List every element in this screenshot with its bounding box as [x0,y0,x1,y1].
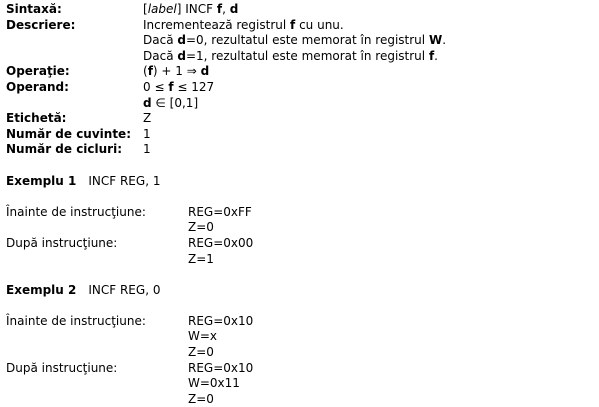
syntax-comma: , [222,2,230,16]
example-1-after-label: După instrucţiune: [6,235,118,250]
operation-f: f [147,64,153,79]
operand-line-2-d: d [143,95,152,110]
words-value: 1 [143,126,151,141]
description-line-2-pre: Dacă [143,33,178,48]
example-1-after-row-2: Z=1 [6,252,596,268]
example-2-before-value: W=x [188,329,218,344]
operand-label: Operand: [6,79,69,94]
operand-line-1: 0 ≤ f ≤ 127 [143,80,214,96]
operand-row-2: d ∈ [0,1] [6,96,596,112]
description-line-2-d: d [177,33,186,48]
words-label: Număr de cuvinte: [6,126,131,141]
operation-d: d [200,64,210,79]
description-line-2: Dacă d=0, rezultatul este memorat în reg… [143,33,446,49]
syntax-open-bracket: [ [143,2,148,16]
cycles-row: Număr de cicluri: 1 [6,142,596,158]
cycles-value: 1 [143,142,151,157]
description-line-2-mid: =0, rezultatul este memorat în registrul [185,33,429,48]
description-row-2: Dacă d=0, rezultatul este memorat în reg… [6,33,596,49]
description-label: Descriere: [6,17,76,32]
example-2-after-row-1: După instrucţiune: REG=0x10 [6,361,596,377]
operand-line-2-post: ∈ [0,1] [151,95,199,110]
description-line-3-post: . [434,48,438,63]
example-2-title: Exemplu 2 INCF REG, 0 [6,283,160,299]
operand-line-1-post: ≤ 127 [173,79,215,94]
syntax-label-word: label [147,2,177,16]
flag-row: Etichetă: Z [6,111,596,127]
description-line-1-pre: Incrementează registrul [143,17,291,32]
description-line-1: Incrementează registrul f cu unu. [143,18,344,34]
instruction-document: Sintaxă: [label] INCF f, d Descriere: In… [6,2,596,407]
syntax-arg-d: d [229,2,239,16]
flag-value: Z [143,111,152,126]
description-line-3-mid: =1, rezultatul este memorat în registrul [185,48,429,63]
example-2-before-label: Înainte de instrucţiune: [6,313,146,328]
example-2-after-value: W=0x11 [188,376,240,391]
syntax-mnemonic: INCF [181,2,217,16]
spacer [6,189,596,205]
example-2-after-row-3: Z=0 [6,392,596,407]
cycles-label: Număr de cicluri: [6,142,123,157]
example-2-before-value: Z=0 [188,345,214,360]
example-2-before-row-1: Înainte de instrucţiune: REG=0x10 [6,314,596,330]
description-line-3: Dacă d=1, rezultatul este memorat în reg… [143,49,438,65]
operand-line-1-f: f [168,79,174,94]
example-2-code: INCF REG, 0 [88,282,161,297]
description-line-3-pre: Dacă [143,48,178,63]
description-line-1-f: f [290,17,296,32]
example-1-after-value: REG=0x00 [188,235,254,250]
operation-mid: ) + 1 ⇒ [152,64,201,79]
description-row-3: Dacă d=1, rezultatul este memorat în reg… [6,49,596,65]
operand-line-2: d ∈ [0,1] [143,96,198,112]
spacer [6,158,596,174]
description-line-2-post: . [442,33,447,48]
description-line-3-f: f [428,48,435,63]
example-2-after-value: Z=0 [188,391,214,406]
example-1-code: INCF REG, 1 [88,173,161,188]
example-1-after-row-1: După instrucţiune: REG=0x00 [6,236,596,252]
operand-row-1: Operand: 0 ≤ f ≤ 127 [6,80,596,96]
operation-value: (f) + 1 ⇒ d [143,64,209,80]
description-row-1: Descriere: Incrementează registrul f cu … [6,18,596,34]
words-row: Număr de cuvinte: 1 [6,127,596,143]
operation-pre: ( [143,64,148,79]
syntax-label: Sintaxă: [6,2,62,16]
operand-line-1-pre: 0 ≤ [143,79,169,94]
example-1-after-value: Z=1 [188,251,214,266]
example-1-title-text: Exemplu 1 [6,173,77,188]
spacer [6,298,596,314]
flag-label: Etichetă: [6,111,67,126]
example-2-after-row-2: W=0x11 [6,376,596,392]
example-2-before-value: REG=0x10 [188,313,254,328]
operation-label: Operaţie: [6,64,70,79]
example-2-after-label: După instrucţiune: [6,360,118,375]
syntax-close-bracket: ] [176,2,182,16]
example-2-before-row-3: Z=0 [6,345,596,361]
spacer [6,267,596,283]
syntax-value: [label] INCF f, d [143,2,238,18]
example-1-before-value: Z=0 [188,220,214,235]
example-2-after-value: REG=0x10 [188,360,254,375]
example-2-title-row: Exemplu 2 INCF REG, 0 [6,283,596,299]
syntax-arg-f: f [216,2,223,16]
example-2-before-row-2: W=x [6,329,596,345]
example-1-before-value: REG=0xFF [188,204,252,219]
operation-row: Operaţie: (f) + 1 ⇒ d [6,64,596,80]
syntax-row: Sintaxă: [label] INCF f, d [6,2,596,18]
example-2-title-text: Exemplu 2 [6,282,77,297]
example-1-before-row-2: Z=0 [6,220,596,236]
example-1-title-row: Exemplu 1 INCF REG, 1 [6,174,596,190]
example-1-before-label: Înainte de instrucţiune: [6,204,146,219]
example-1-title: Exemplu 1 INCF REG, 1 [6,174,160,190]
description-line-3-d: d [177,48,186,63]
example-1-before-row-1: Înainte de instrucţiune: REG=0xFF [6,205,596,221]
description-line-1-post: cu unu. [295,17,344,32]
description-line-2-w: W [428,33,443,48]
